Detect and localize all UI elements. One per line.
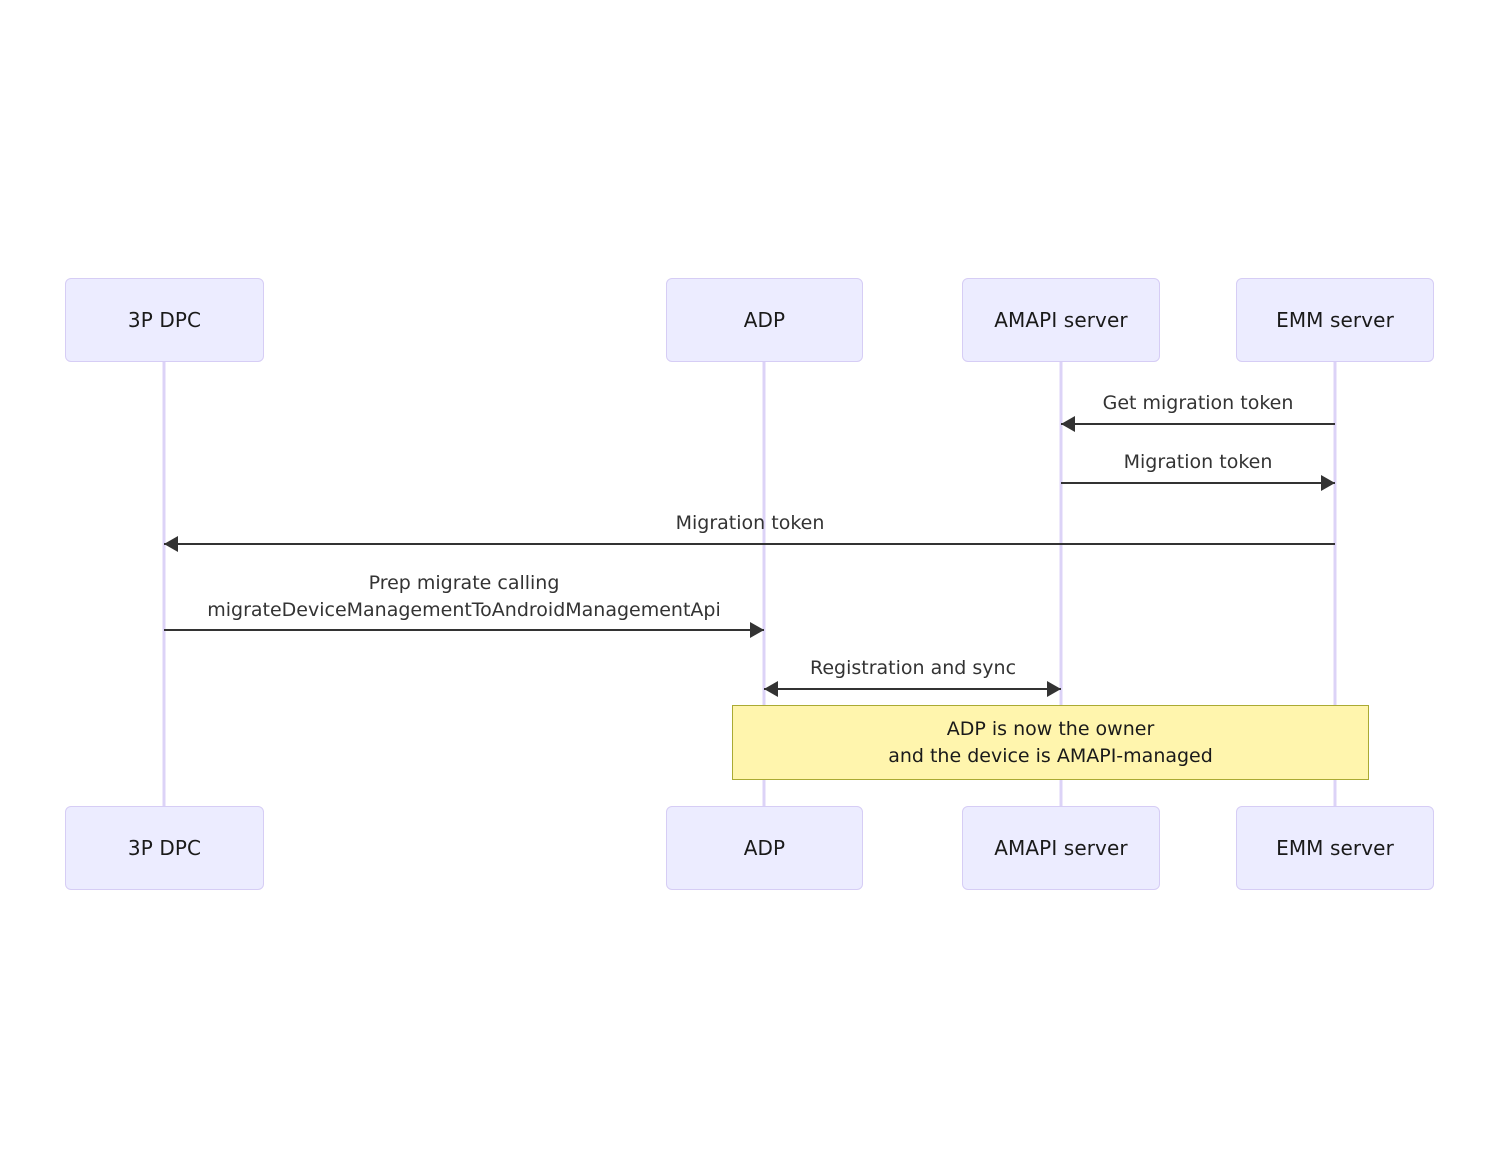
participant-label: EMM server bbox=[1276, 308, 1394, 332]
message-label: Registration and sync bbox=[810, 655, 1016, 682]
message-label: Get migration token bbox=[1103, 390, 1294, 417]
message-label-line: Registration and sync bbox=[809, 657, 1017, 679]
lifeline-amapi bbox=[1059, 362, 1063, 806]
note-text-line: and the device is AMAPI-managed bbox=[888, 744, 1213, 767]
message-line bbox=[164, 543, 1335, 545]
message-label: Prep migrate calling migrateDeviceManagem… bbox=[207, 570, 721, 624]
participant-emm-bottom[interactable]: EMM server bbox=[1236, 806, 1434, 890]
message-label-line: migrateDeviceManagementToAndroidManageme… bbox=[207, 599, 721, 621]
participant-label: 3P DPC bbox=[127, 836, 202, 860]
message-label: Migration token bbox=[1124, 449, 1273, 476]
participant-adp-top[interactable]: ADP bbox=[666, 278, 863, 362]
participant-dpc-bottom[interactable]: 3P DPC bbox=[65, 806, 264, 890]
participant-label: 3P DPC bbox=[127, 308, 202, 332]
participant-dpc-top[interactable]: 3P DPC bbox=[65, 278, 264, 362]
participant-label: EMM server bbox=[1276, 836, 1394, 860]
arrow-head-left-icon bbox=[764, 681, 778, 697]
lifeline-emm bbox=[1333, 362, 1337, 806]
note-n1: ADP is now the owner and the device is AM… bbox=[732, 705, 1369, 780]
participant-label: AMAPI server bbox=[994, 836, 1128, 860]
participant-emm-top[interactable]: EMM server bbox=[1236, 278, 1434, 362]
participant-amapi-bottom[interactable]: AMAPI server bbox=[962, 806, 1160, 890]
lifeline-adp bbox=[762, 362, 766, 806]
participant-amapi-top[interactable]: AMAPI server bbox=[962, 278, 1160, 362]
arrow-head-right-icon bbox=[1321, 475, 1335, 491]
arrow-head-right-icon bbox=[750, 622, 764, 638]
arrow-head-left-icon bbox=[1061, 416, 1075, 432]
message-label-line: Migration token bbox=[1123, 451, 1273, 473]
participant-label: ADP bbox=[743, 836, 786, 860]
participant-label: AMAPI server bbox=[994, 308, 1128, 332]
message-label-line: Get migration token bbox=[1102, 392, 1294, 414]
message-label: Migration token bbox=[676, 510, 825, 537]
lifeline-dpc bbox=[162, 362, 166, 806]
message-line bbox=[1061, 423, 1335, 425]
arrow-head-left-icon bbox=[164, 536, 178, 552]
arrow-head-right-icon bbox=[1047, 681, 1061, 697]
message-line bbox=[1061, 482, 1335, 484]
message-line bbox=[164, 629, 764, 631]
participant-label: ADP bbox=[743, 308, 786, 332]
message-label-line: Migration token bbox=[675, 512, 825, 534]
participant-adp-bottom[interactable]: ADP bbox=[666, 806, 863, 890]
message-label-line: Prep migrate calling bbox=[368, 572, 560, 594]
note-text-line: ADP is now the owner bbox=[946, 717, 1155, 740]
message-line bbox=[764, 688, 1061, 690]
